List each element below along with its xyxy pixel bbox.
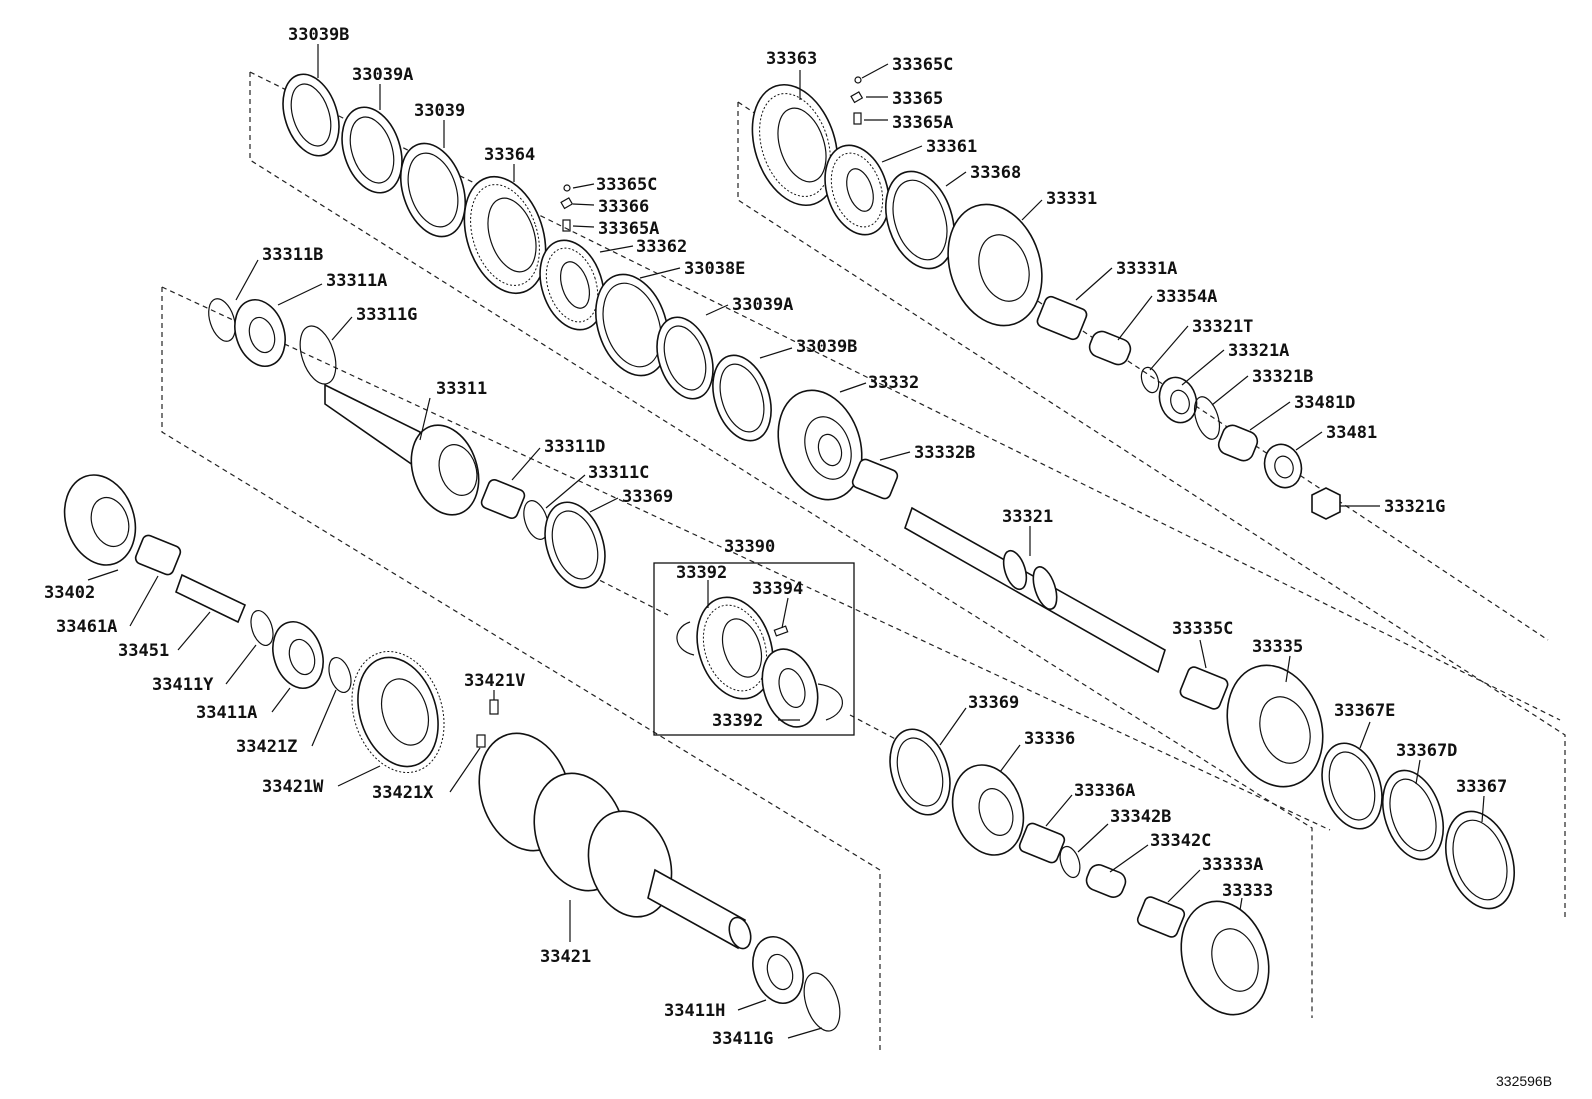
hub-sleeve-33364 xyxy=(463,175,547,295)
label-33369-lower: 33369 xyxy=(968,693,1019,713)
label-33331: 33331 xyxy=(1046,189,1097,209)
figure-id: 332596B xyxy=(1496,1073,1552,1089)
clutch-hub-33362 xyxy=(539,239,605,331)
label-33365: 33365 xyxy=(892,89,943,109)
label-33365a: 33365A xyxy=(598,219,659,239)
label-33363: 33363 xyxy=(766,49,817,69)
label-33362: 33362 xyxy=(636,237,687,257)
label-33039: 33039 xyxy=(414,101,465,121)
label-33311a: 33311A xyxy=(326,271,387,291)
label-33365a-right: 33365A xyxy=(892,113,953,133)
label-33421: 33421 xyxy=(540,947,591,967)
ring-33039 xyxy=(400,142,466,238)
label-33332: 33332 xyxy=(868,373,919,393)
parts-drawings xyxy=(63,73,1515,1032)
label-33342c: 33342C xyxy=(1150,831,1211,851)
label-33394: 33394 xyxy=(752,579,803,599)
label-33038e: 33038E xyxy=(684,259,745,279)
sub-assembly-box-33390 xyxy=(653,562,855,736)
sleeve-33363 xyxy=(751,83,839,207)
counter-gear-33421 xyxy=(478,732,752,950)
label-33367d: 33367D xyxy=(1396,741,1457,761)
label-33321: 33321 xyxy=(1002,507,1053,527)
label-33392-bottom: 33392 xyxy=(712,711,763,731)
label-33365c-right: 33365C xyxy=(892,55,953,75)
label-33411g: 33411G xyxy=(712,1029,773,1049)
input-shaft-33311 xyxy=(324,383,480,516)
label-33421x: 33421X xyxy=(372,783,434,803)
label-33321a: 33321A xyxy=(1228,341,1289,361)
label-33311g: 33311G xyxy=(356,305,417,325)
label-33411y: 33411Y xyxy=(152,675,214,695)
label-33451: 33451 xyxy=(118,641,169,661)
label-33039a-lower: 33039A xyxy=(732,295,793,315)
label-33354a: 33354A xyxy=(1156,287,1217,307)
label-33321t: 33321T xyxy=(1192,317,1253,337)
label-33311c: 33311C xyxy=(588,463,649,483)
label-33369-upper: 33369 xyxy=(622,487,673,507)
label-33481: 33481 xyxy=(1326,423,1377,443)
label-33332b: 33332B xyxy=(914,443,975,463)
gear-33332 xyxy=(777,389,863,501)
label-33342b: 33342B xyxy=(1110,807,1171,827)
label-33333: 33333 xyxy=(1222,881,1273,901)
label-33039a: 33039A xyxy=(352,65,413,85)
label-33335c: 33335C xyxy=(1172,619,1233,639)
output-shaft-33321 xyxy=(904,506,1166,674)
label-33321g: 33321G xyxy=(1384,497,1445,517)
leader-lines xyxy=(87,44,1485,1039)
label-33367e: 33367E xyxy=(1334,701,1395,721)
label-33390: 33390 xyxy=(724,537,775,557)
label-33411a: 33411A xyxy=(196,703,257,723)
label-33333a: 33333A xyxy=(1202,855,1263,875)
label-33336a: 33336A xyxy=(1074,781,1135,801)
label-33367: 33367 xyxy=(1456,777,1507,797)
label-33365c: 33365C xyxy=(596,175,657,195)
label-33461a: 33461A xyxy=(56,617,117,637)
label-33481d: 33481D xyxy=(1294,393,1355,413)
label-33402: 33402 xyxy=(44,583,95,603)
label-33421w: 33421W xyxy=(262,777,324,797)
label-33311b: 33311B xyxy=(262,245,323,265)
label-33311: 33311 xyxy=(436,379,487,399)
label-33321b: 33321B xyxy=(1252,367,1313,387)
label-33039b-lower: 33039B xyxy=(796,337,857,357)
label-33361: 33361 xyxy=(926,137,977,157)
label-33335: 33335 xyxy=(1252,637,1303,657)
label-33392-top: 33392 xyxy=(676,563,727,583)
label-33368: 33368 xyxy=(970,163,1021,183)
label-33364: 33364 xyxy=(484,145,535,165)
part-labels: 33039B 33039A 33039 33364 33365C 33366 3… xyxy=(44,25,1507,1049)
label-33039b: 33039B xyxy=(288,25,349,45)
label-33411h: 33411H xyxy=(664,1001,725,1021)
label-33421z: 33421Z xyxy=(236,737,297,757)
synchronizer-ring-33039b xyxy=(282,73,340,157)
label-33331a: 33331A xyxy=(1116,259,1177,279)
label-33421v: 33421V xyxy=(464,671,525,691)
label-33311d: 33311D xyxy=(544,437,605,457)
ring-33039a xyxy=(341,106,403,194)
label-33336: 33336 xyxy=(1024,729,1075,749)
label-33366: 33366 xyxy=(598,197,649,217)
